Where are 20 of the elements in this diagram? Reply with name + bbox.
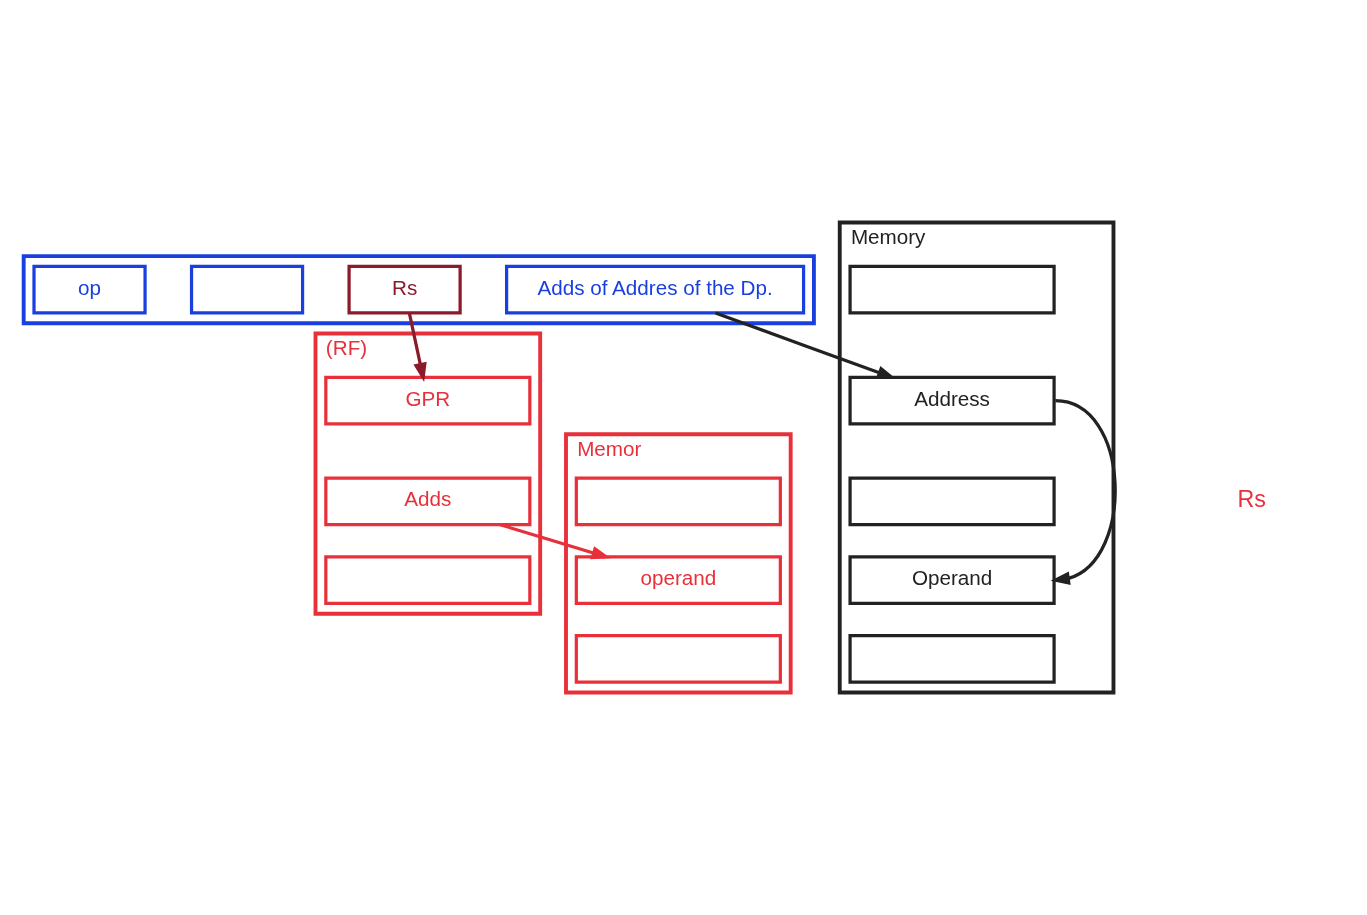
cluster bbox=[21, 254, 816, 326]
arrow bbox=[1050, 399, 1117, 585]
node-box bbox=[189, 264, 305, 315]
label: Rs bbox=[1237, 486, 1266, 513]
node-box bbox=[848, 476, 1056, 527]
node-box: operand bbox=[574, 555, 782, 606]
arrow bbox=[407, 313, 427, 383]
node-box: GPR bbox=[324, 375, 532, 426]
arrow bbox=[499, 523, 611, 560]
node-box bbox=[848, 634, 1056, 684]
node-box bbox=[574, 634, 782, 684]
node-box: Address bbox=[848, 375, 1056, 426]
node-box: Rs bbox=[347, 264, 462, 315]
node-box: Adds bbox=[324, 476, 532, 527]
node-box: Operand bbox=[848, 555, 1056, 606]
node-box: op bbox=[32, 264, 147, 315]
node-box: Adds of Addres of the Dp. bbox=[505, 264, 806, 315]
node-box bbox=[324, 555, 532, 606]
node-box bbox=[848, 264, 1056, 315]
node-box bbox=[574, 476, 782, 527]
